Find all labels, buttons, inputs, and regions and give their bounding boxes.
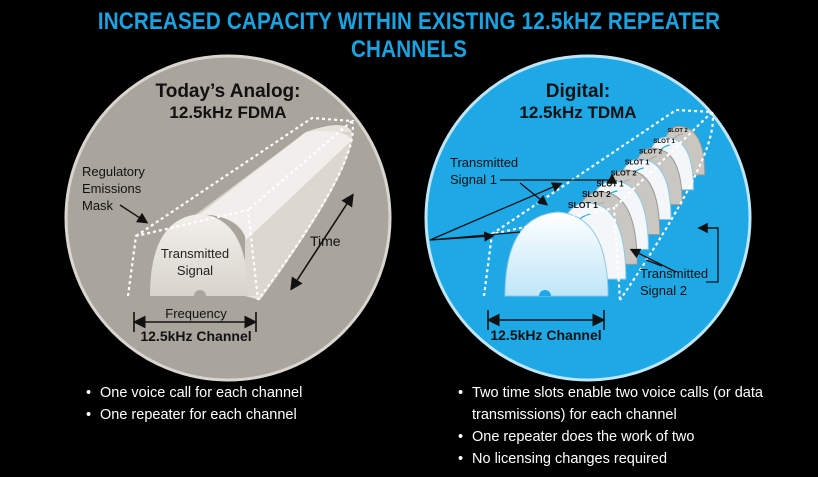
- digital-bullet: No licensing changes required: [458, 448, 788, 470]
- digital-channel-label: 12.5kHz Channel: [490, 327, 601, 343]
- slot-label: SLOT 2: [667, 128, 687, 134]
- analog-heading-line1: Today’s Analog:: [156, 81, 301, 102]
- digital-front-slot: [504, 211, 609, 297]
- mask-label-line1: Regulatory: [82, 164, 145, 179]
- slot-label: SLOT 2: [639, 149, 662, 156]
- signal2-label-line2: Signal 2: [640, 283, 687, 298]
- page-title: INCREASED CAPACITY WITHIN EXISTING 12.5k…: [97, 8, 721, 63]
- analog-bullet: One repeater for each channel: [86, 404, 386, 426]
- analog-heading-line2: 12.5kHz FDMA: [169, 103, 286, 122]
- slot-label: SLOT 1: [596, 179, 624, 188]
- analog-panel: Today’s Analog: 12.5kHz FDMA Regulatory …: [64, 54, 392, 382]
- signal2-arrows: [629, 222, 719, 283]
- time-label: Time: [310, 233, 341, 249]
- digital-bullet-list: Two time slots enable two voice calls (o…: [458, 382, 788, 470]
- time-arrow: [290, 193, 354, 291]
- analog-bullet: One voice call for each channel: [86, 382, 386, 404]
- signal2-label-line1: Transmitted: [640, 266, 708, 281]
- signal1-arrows: [429, 173, 618, 242]
- digital-heading-line2: 12.5kHz TDMA: [519, 103, 636, 122]
- analog-bullet-list: One voice call for each channel One repe…: [86, 382, 386, 426]
- signal1-label-line1: Transmitted: [450, 155, 518, 170]
- slot-label: SLOT 2: [582, 190, 611, 199]
- digital-bullet: One repeater does the work of two: [458, 426, 788, 448]
- regulatory-emissions-mask: [126, 116, 355, 301]
- mask-label-line2: Emissions: [82, 181, 142, 196]
- mask-pointer-arrow: [119, 204, 149, 224]
- digital-heading-line1: Digital:: [546, 81, 610, 102]
- slot-label: SLOT 2: [611, 168, 637, 177]
- slot-label: SLOT 1: [625, 160, 650, 167]
- analog-signal-label-line2: Signal: [177, 263, 213, 278]
- analog-channel-label: 12.5kHz Channel: [140, 328, 251, 344]
- digital-emissions-mask: [482, 108, 715, 301]
- analog-signal-label-line1: Transmitted: [161, 246, 229, 261]
- slot-label: SLOT 1: [653, 138, 675, 145]
- digital-bullet: Two time slots enable two voice calls (o…: [458, 382, 788, 426]
- mask-label-line3: Mask: [82, 198, 114, 213]
- frequency-label: Frequency: [165, 306, 227, 321]
- slot-label: SLOT 1: [568, 200, 598, 210]
- signal1-label-line2: Signal 1: [450, 172, 497, 187]
